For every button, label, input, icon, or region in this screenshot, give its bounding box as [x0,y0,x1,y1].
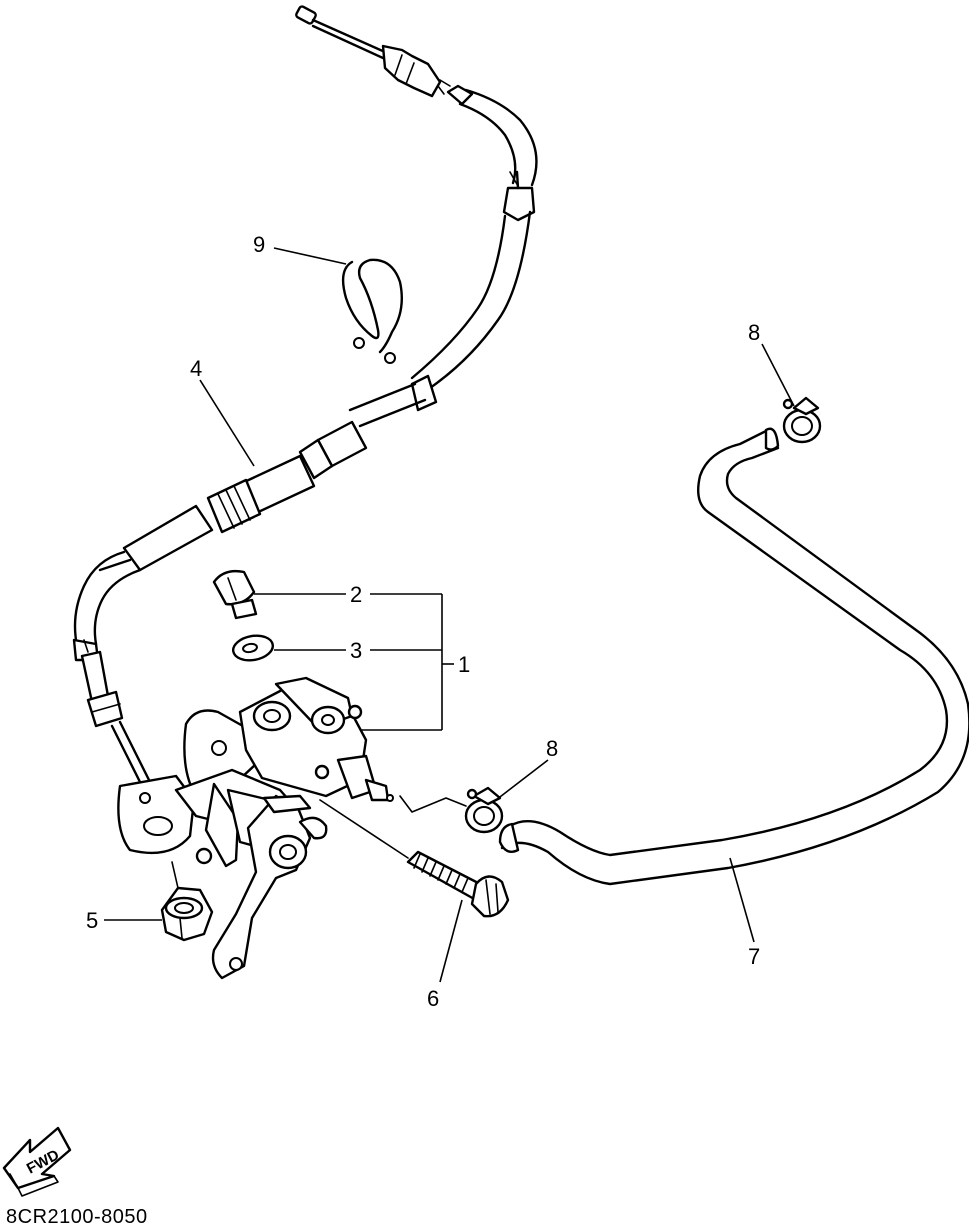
fwd-arrow-icon: FWD [2,1126,72,1197]
cable-lower-end [80,650,158,800]
nut [160,886,214,942]
washer [231,634,275,662]
callout-4: 4 [190,356,202,381]
cable-upper-section [410,84,538,390]
diagram-code: 8CR2100-8050 [6,1206,148,1228]
bolt-small [212,569,258,620]
bolt-long [406,850,510,918]
callout-6: 6 [427,986,439,1011]
hose-clamp-lower [464,786,504,834]
leader-lines [104,247,795,983]
callout-8-lower: 8 [546,736,558,761]
callout-labels: 1 2 3 4 5 6 7 8 8 9 [86,232,760,1011]
oil-hose [498,427,969,886]
callout-8-upper: 8 [748,320,760,345]
cable-assembly [72,5,538,800]
callout-9: 9 [253,232,265,257]
callout-3: 3 [350,638,362,663]
callout-1: 1 [458,652,470,677]
cable-clip [341,258,403,364]
callout-7: 7 [748,944,760,969]
cable-adjuster [72,374,438,662]
callout-5: 5 [86,908,98,933]
hose-clamp-upper [782,396,822,444]
cable-upper-end [295,5,451,98]
callout-2: 2 [350,582,362,607]
connection-lines [83,85,519,889]
pump-body [117,676,394,980]
